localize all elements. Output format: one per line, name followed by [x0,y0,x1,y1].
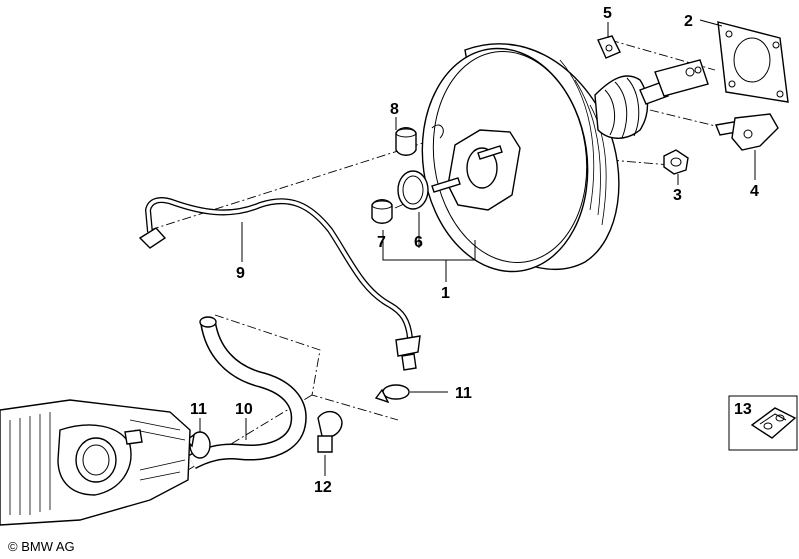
callout-2: 2 [684,13,693,30]
callout-11-lower: 11 [190,401,207,418]
callout-1: 1 [441,285,450,302]
callout-6: 6 [414,234,423,251]
callout-10: 10 [235,401,253,418]
callout-9: 9 [236,265,245,282]
gasket [717,21,789,103]
leader-lines [199,19,756,476]
callout-4: 4 [750,183,759,200]
callout-7: 7 [377,234,386,251]
callout-8: 8 [390,101,399,118]
callout-labels: 1 2 3 4 5 6 7 8 9 10 11 11 12 13 [190,5,759,496]
nut [663,149,689,175]
callout-3: 3 [673,187,682,204]
callout-5: 5 [603,5,612,22]
vacuum-pipe [138,197,421,371]
callout-13: 13 [734,401,752,418]
brake-booster [421,43,709,273]
part13-box [728,395,798,451]
clevis-pin [715,113,779,151]
callout-12: 12 [314,479,332,496]
clip [597,35,621,59]
hose-clamp-upper [374,384,410,404]
grommet [395,124,444,156]
hose [188,316,307,470]
callout-11-upper: 11 [455,385,472,402]
pipe-clip [317,411,343,453]
grommet-small [371,199,393,224]
o-ring [397,170,429,210]
intake-manifold [0,399,191,526]
copyright-text: © BMW AG [8,539,75,554]
